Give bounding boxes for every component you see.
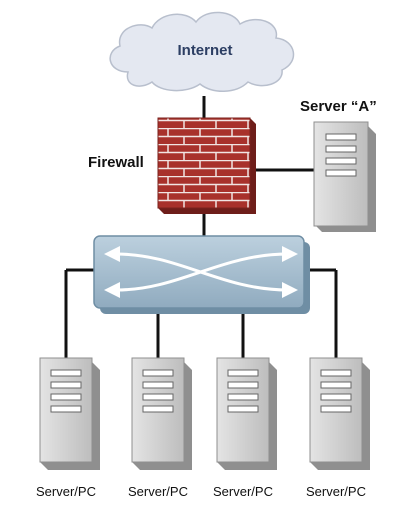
server-pc-icon-3	[216, 357, 277, 470]
server-pc-icon-4	[309, 357, 370, 470]
internet-label: Internet	[177, 42, 233, 59]
firewall-icon	[157, 117, 256, 214]
server-pc-icon-2	[131, 357, 192, 470]
server-pc-label-1: Server/PC	[36, 484, 96, 499]
network-switch-icon	[93, 235, 310, 314]
server-pc-label-3: Server/PC	[213, 484, 273, 499]
server-a-icon	[313, 121, 376, 232]
internet-cloud	[109, 11, 295, 92]
firewall-label: Firewall	[88, 154, 144, 171]
server-pc-label-4: Server/PC	[306, 484, 366, 499]
connection-lines	[64, 96, 338, 358]
server-a-label: Server “A”	[300, 98, 377, 115]
server-pc-label-2: Server/PC	[128, 484, 188, 499]
server-pc-icon-1	[39, 357, 100, 470]
